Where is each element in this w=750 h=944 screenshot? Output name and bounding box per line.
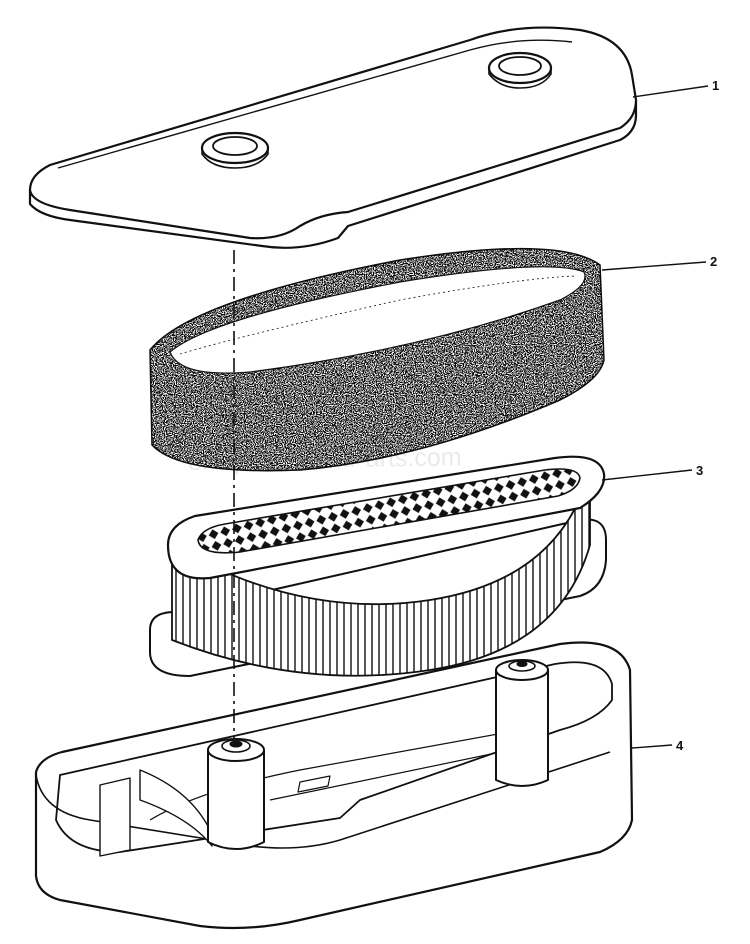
callout-label-1: 1 — [712, 78, 719, 93]
callout-2: 2 — [601, 254, 717, 271]
callout-4: 4 — [631, 738, 684, 753]
part-2-foam-precleaner — [149, 247, 605, 472]
callout-label-4: 4 — [676, 738, 684, 753]
callout-label-3: 3 — [696, 463, 703, 478]
callout-1: 1 — [632, 78, 719, 98]
part-4-base — [34, 641, 634, 930]
part-1-cover — [28, 26, 638, 249]
callout-label-2: 2 — [710, 254, 717, 269]
callout-3: 3 — [601, 463, 703, 481]
